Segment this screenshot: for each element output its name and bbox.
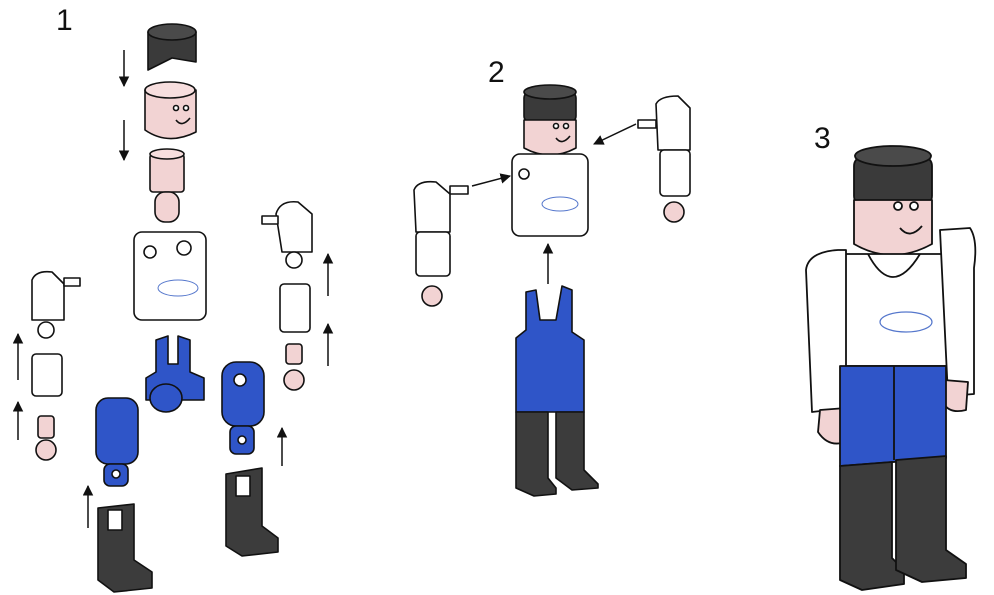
- left-hand-piece: [36, 416, 56, 460]
- hip-connector: [146, 336, 204, 412]
- step-1-exploded-view: [32, 24, 312, 592]
- assembled-torso: [512, 154, 588, 236]
- neck-connector: [150, 149, 184, 222]
- torso-piece: [134, 232, 206, 320]
- complete-head: [854, 146, 932, 255]
- right-hand-piece: [284, 344, 304, 390]
- right-shoulder-piece: [262, 202, 312, 268]
- left-leg-piece: [96, 398, 138, 486]
- step-2-right-arm: [638, 96, 690, 222]
- left-boot-piece: [98, 504, 152, 592]
- right-leg-piece: [222, 362, 264, 454]
- step-2-partial-assembly: [414, 85, 690, 496]
- complete-pants: [840, 366, 946, 466]
- left-shoulder-piece: [32, 272, 80, 338]
- step-2-left-arm: [414, 182, 468, 306]
- hair-piece: [148, 24, 196, 70]
- complete-boots: [840, 456, 966, 590]
- assembled-legs: [516, 286, 598, 496]
- right-boot-piece: [226, 468, 278, 556]
- complete-torso: [838, 254, 948, 366]
- left-upper-arm-piece: [32, 354, 62, 396]
- right-upper-arm-piece: [280, 284, 310, 332]
- assembled-head: [524, 85, 576, 155]
- head-piece: [145, 82, 196, 139]
- step-3-complete-figure: [806, 146, 975, 590]
